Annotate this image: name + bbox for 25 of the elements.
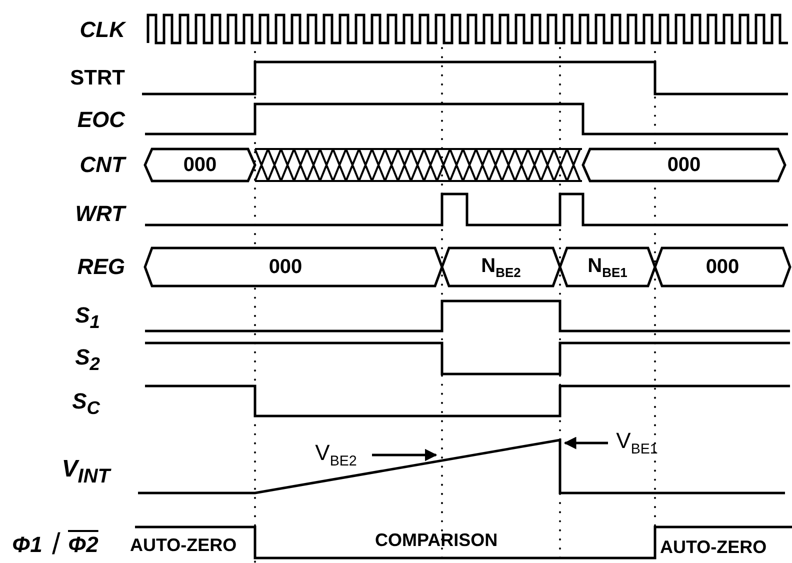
bus-value-segment: N$_{BE2}$ — [442, 248, 560, 286]
signal-name: STRT — [70, 68, 125, 88]
signal-name: S$_{2}$ — [75, 346, 100, 374]
signal-name: CLK — [80, 19, 125, 41]
signal-name: Φ1 — [12, 534, 42, 556]
slash-separator: / — [52, 530, 60, 560]
phase-label: COMPARISON — [375, 531, 498, 549]
voltage-label: V$_{BE2}$ — [300, 440, 372, 470]
signal-name: REG — [77, 256, 125, 278]
phase-label: AUTO-ZERO — [130, 536, 237, 554]
leader-arrow — [372, 448, 438, 462]
bus-value-segment: N$_{BE1}$ — [560, 248, 655, 286]
bus-value-segment: 000 — [655, 248, 790, 286]
signal-name: S$_{C}$ — [72, 390, 100, 418]
voltage-label: V$_{BE1}$ — [608, 428, 666, 458]
phase-label: AUTO-ZERO — [660, 538, 767, 556]
signal-name: WRT — [75, 203, 125, 225]
signal-name: Φ2 — [68, 534, 98, 556]
signal-name: S$_{1}$ — [75, 304, 100, 332]
signal-name: CNT — [80, 154, 125, 176]
signal-name: V$_{INT}$ — [62, 458, 110, 486]
leader-arrow — [564, 436, 608, 450]
bus-value-segment: 000 — [145, 149, 255, 181]
signal-name: EOC — [77, 109, 125, 131]
bus-value-segment: 000 — [583, 149, 785, 181]
